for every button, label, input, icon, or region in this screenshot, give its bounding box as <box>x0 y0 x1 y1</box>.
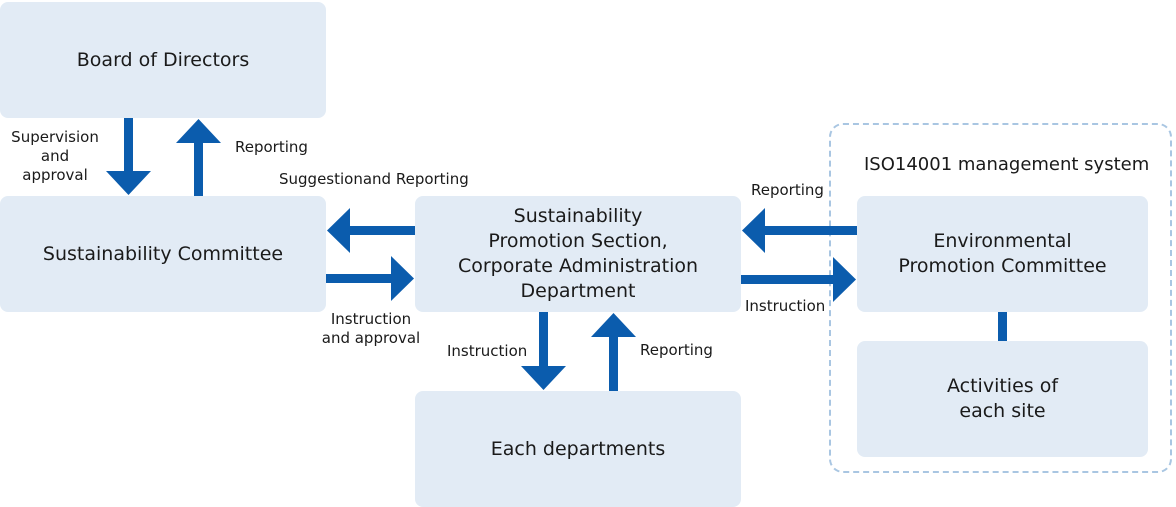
instruction-env-arrowhead <box>833 257 856 302</box>
reporting-depts-arrow-shaft <box>609 336 618 391</box>
label-instruction-approval: Instruction and approval <box>321 310 421 347</box>
reporting-env-arrow-shaft <box>764 226 857 235</box>
iso-group-title: ISO14001 management system <box>864 154 1150 175</box>
instruction-depts-arrow-shaft <box>539 312 548 367</box>
label-reporting-board: Reporting <box>235 138 308 156</box>
iso-system-group <box>829 123 1172 473</box>
reporting-env-arrowhead <box>742 208 765 253</box>
instruction-approval-arrowhead <box>391 256 414 301</box>
env-activities-connector <box>998 312 1007 341</box>
sustainability-committee-box: Sustainability Committee <box>0 196 326 312</box>
environmental-committee-box: Environmental Promotion Committee <box>857 196 1148 312</box>
instruction-env-arrow-shaft <box>741 275 835 284</box>
label-reporting-env: Reporting <box>751 181 824 199</box>
activities-box: Activities of each site <box>857 341 1148 457</box>
suggestion-arrow-shaft <box>349 226 415 235</box>
board-of-directors-box: Board of Directors <box>0 2 326 118</box>
reporting-board-arrow-shaft <box>194 142 203 196</box>
supervision-arrow-shaft <box>124 118 133 172</box>
promotion-section-box: Sustainability Promotion Section, Corpor… <box>415 196 741 312</box>
instruction-depts-arrowhead <box>521 366 566 390</box>
suggestion-arrowhead <box>327 208 350 253</box>
instruction-approval-arrow-shaft <box>326 274 393 283</box>
each-departments-box: Each departments <box>415 391 741 507</box>
supervision-arrowhead <box>106 171 151 195</box>
label-suggestion-reporting: Suggestionand Reporting <box>279 170 469 188</box>
reporting-board-arrowhead <box>176 119 221 143</box>
label-supervision-approval: Supervision and approval <box>11 128 99 184</box>
reporting-depts-arrowhead <box>591 313 636 337</box>
label-instruction-depts: Instruction <box>447 342 528 360</box>
label-instruction-env: Instruction <box>745 297 826 315</box>
label-reporting-depts: Reporting <box>640 341 713 359</box>
